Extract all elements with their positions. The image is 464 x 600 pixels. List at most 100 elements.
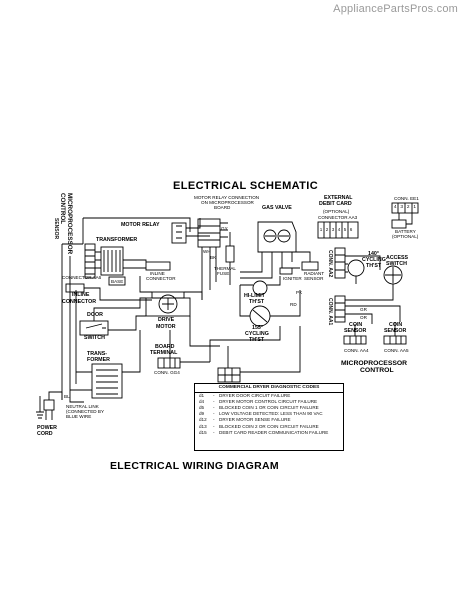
- door-switch-label-2: SWITCH: [84, 335, 105, 341]
- neutral-note-1: NEUTRAL LINK: [66, 404, 99, 409]
- transformer-bottom: [91, 363, 123, 399]
- motor-relay-connection-label-3: BOARD: [214, 205, 231, 210]
- wire-top-bus: [83, 217, 191, 232]
- thermal-fuse-label-1: THERMAL: [214, 266, 236, 271]
- connector-aa1: [334, 295, 346, 323]
- diagnostic-codes-heading: COMMERCIAL DRYER DIAGNOSTIC CODES: [195, 384, 343, 393]
- radiant-sensor: [301, 261, 319, 271]
- conn-aa5-label: CONN. AA5: [384, 348, 409, 353]
- wire-tag: BL: [64, 394, 70, 399]
- inline-connector-small: [145, 261, 171, 271]
- external-debit-label-1: EXTERNAL: [324, 195, 353, 201]
- coin-sensor-aa5-label-1: COIN: [389, 322, 403, 328]
- transformer-core: [100, 246, 124, 276]
- board-terminal-label-3: CONN. GG4: [154, 370, 180, 375]
- neutral-note-3: BLUE WIRE: [66, 414, 92, 419]
- thermal-fuse: [225, 245, 235, 263]
- wiring-diagram-title: ELECTRICAL WIRING DIAGRAM: [110, 460, 279, 472]
- motor-relay-connection-label-2: ON MICROPROCESSOR: [201, 200, 254, 205]
- diagnostic-code-row: d5-BLOCKED COIN 1 OR COIN CIRCUIT FAILUR…: [199, 404, 319, 410]
- aa3-pin: 6: [349, 227, 353, 232]
- diagnostic-code-row: d12-DRYER MOTOR SENSE FAILURE: [199, 417, 291, 423]
- wire-tag: GR: [360, 307, 367, 312]
- cycling-155-label-1: 155°: [252, 325, 263, 331]
- cycling-155-label-3: TH'ST: [249, 337, 265, 343]
- transformer-label: TRANSFORMER: [96, 237, 138, 243]
- motor-relay-connection-label-1: MOTOR RELAY CONNECTION: [194, 195, 260, 200]
- wire-tag: BK: [210, 255, 217, 260]
- micro-control-bottom-label-2: CONTROL: [360, 367, 394, 374]
- watermark: AppliancePartsPros.com: [333, 3, 458, 15]
- inline-connector-small-label-1: INLINE: [150, 271, 165, 276]
- power-cord-prongs: [45, 410, 53, 420]
- connector-aa3-pins: 1 2 3 4 5 6: [318, 227, 358, 232]
- base-box: [108, 276, 126, 286]
- ee1-pin: 4: [393, 205, 397, 210]
- diagnostic-codes-box: COMMERCIAL DRYER DIAGNOSTIC CODES d1-DRY…: [194, 383, 344, 451]
- inline-connector-label-2: CONNECTOR: [62, 299, 97, 305]
- igniter-label: IGNITER: [283, 276, 302, 281]
- diagnostic-code-row: d9-LOW VOLTAGE DETECTED: LESS THAN 90 VA…: [199, 411, 323, 417]
- coin-sensor-aa5-label-2: SENSOR: [384, 328, 407, 334]
- battery-label-2: (OPTIONAL): [392, 234, 419, 239]
- wire-tag: RD: [290, 302, 297, 307]
- hi-limit-thermostat: [252, 280, 268, 296]
- diagnostic-code-row: d15-DEBIT CARD READER COMMUNICATION FAIL…: [199, 429, 329, 435]
- wire-tag: PK: [296, 290, 303, 295]
- gas-valve-coil-1: [263, 229, 277, 243]
- connector-aa2: [334, 247, 346, 279]
- cycling-140-label-1: 140°: [368, 251, 379, 257]
- wire-tag: WH: [203, 249, 211, 254]
- external-debit-label-2: DEBIT CARD: [319, 201, 352, 207]
- aa3-pin: 2: [325, 227, 329, 232]
- hi-limit-label-1: HI-LIMIT: [244, 293, 265, 299]
- connector-aa6-block: [84, 243, 96, 279]
- external-debit-label-3: (OPTIONAL): [323, 209, 350, 214]
- ee1-pin: 3: [400, 205, 404, 210]
- igniter: [279, 267, 293, 275]
- diagnostic-code-row: d1-DRYER DOOR CIRCUIT FAILURE: [199, 392, 291, 398]
- coin-sensor-aa4: [343, 335, 367, 345]
- gas-valve-coil-2: [277, 229, 291, 243]
- inline-connector-left: [65, 283, 85, 293]
- conn-ee1-label: CONN. EE1: [394, 196, 419, 201]
- transformer-bottom-label-2: FORMER: [87, 357, 110, 363]
- wire-tag: OR: [360, 315, 367, 320]
- radiant-sensor-label-2: SENSOR: [304, 276, 324, 281]
- radiant-sensor-label-1: RADIANT: [304, 271, 325, 276]
- aa3-pin: 5: [343, 227, 347, 232]
- inline-connector-label-1: INLINE: [72, 292, 90, 298]
- connector-aa3-label: CONNECTOR AA3: [318, 215, 358, 220]
- access-switch-label-1: ACCESS: [386, 255, 409, 261]
- cycling-155-label-2: CYCLING: [245, 331, 269, 337]
- aa3-pin: 4: [337, 227, 341, 232]
- inline-connector-small-label-2: CONNECTOR: [146, 276, 176, 281]
- micro-control-bottom-label-1: MICROPROCESSOR: [341, 360, 408, 367]
- cycling-140-label-3: TH'ST: [366, 263, 382, 269]
- motor-relay-label: MOTOR RELAY: [121, 222, 160, 228]
- conn-aa4-label: CONN. AA4: [344, 348, 369, 353]
- power-cord-label-2: CORD: [37, 431, 53, 437]
- connector-ee1-pins: 4 3 2 1: [392, 205, 418, 210]
- door-switch-label-1: DOOR: [87, 312, 103, 318]
- hi-limit-label-2: TH'ST: [249, 299, 265, 305]
- conn-aa2-label: CONN. AA2: [327, 250, 333, 278]
- coin-sensor-aa5: [383, 335, 407, 345]
- neutral-note-2: (CONNECTED BY: [66, 409, 105, 414]
- transformer-bottom-label-1: TRANS-: [87, 351, 108, 357]
- wire-tag: GY: [221, 226, 228, 231]
- aa3-pin: 3: [331, 227, 335, 232]
- cycling-140-label-2: CYCLING: [362, 257, 386, 263]
- motor-relay-body: [171, 222, 187, 244]
- ground-symbol: [36, 396, 44, 419]
- thermal-fuse-label-2: FUSE: [217, 271, 230, 276]
- conn-aa1-label: CONN. AA1: [327, 298, 333, 326]
- connector-aa6-label: CONNECTOR AA6: [62, 275, 102, 280]
- diagnostic-code-row: d13-BLOCKED COIN 2 OR COIN CIRCUIT FAILU…: [199, 423, 319, 429]
- power-cord-plug: [43, 399, 55, 411]
- drive-motor-rotor: [158, 294, 178, 314]
- battery-label-1: BATTERY: [395, 229, 416, 234]
- ee1-pin: 2: [406, 205, 410, 210]
